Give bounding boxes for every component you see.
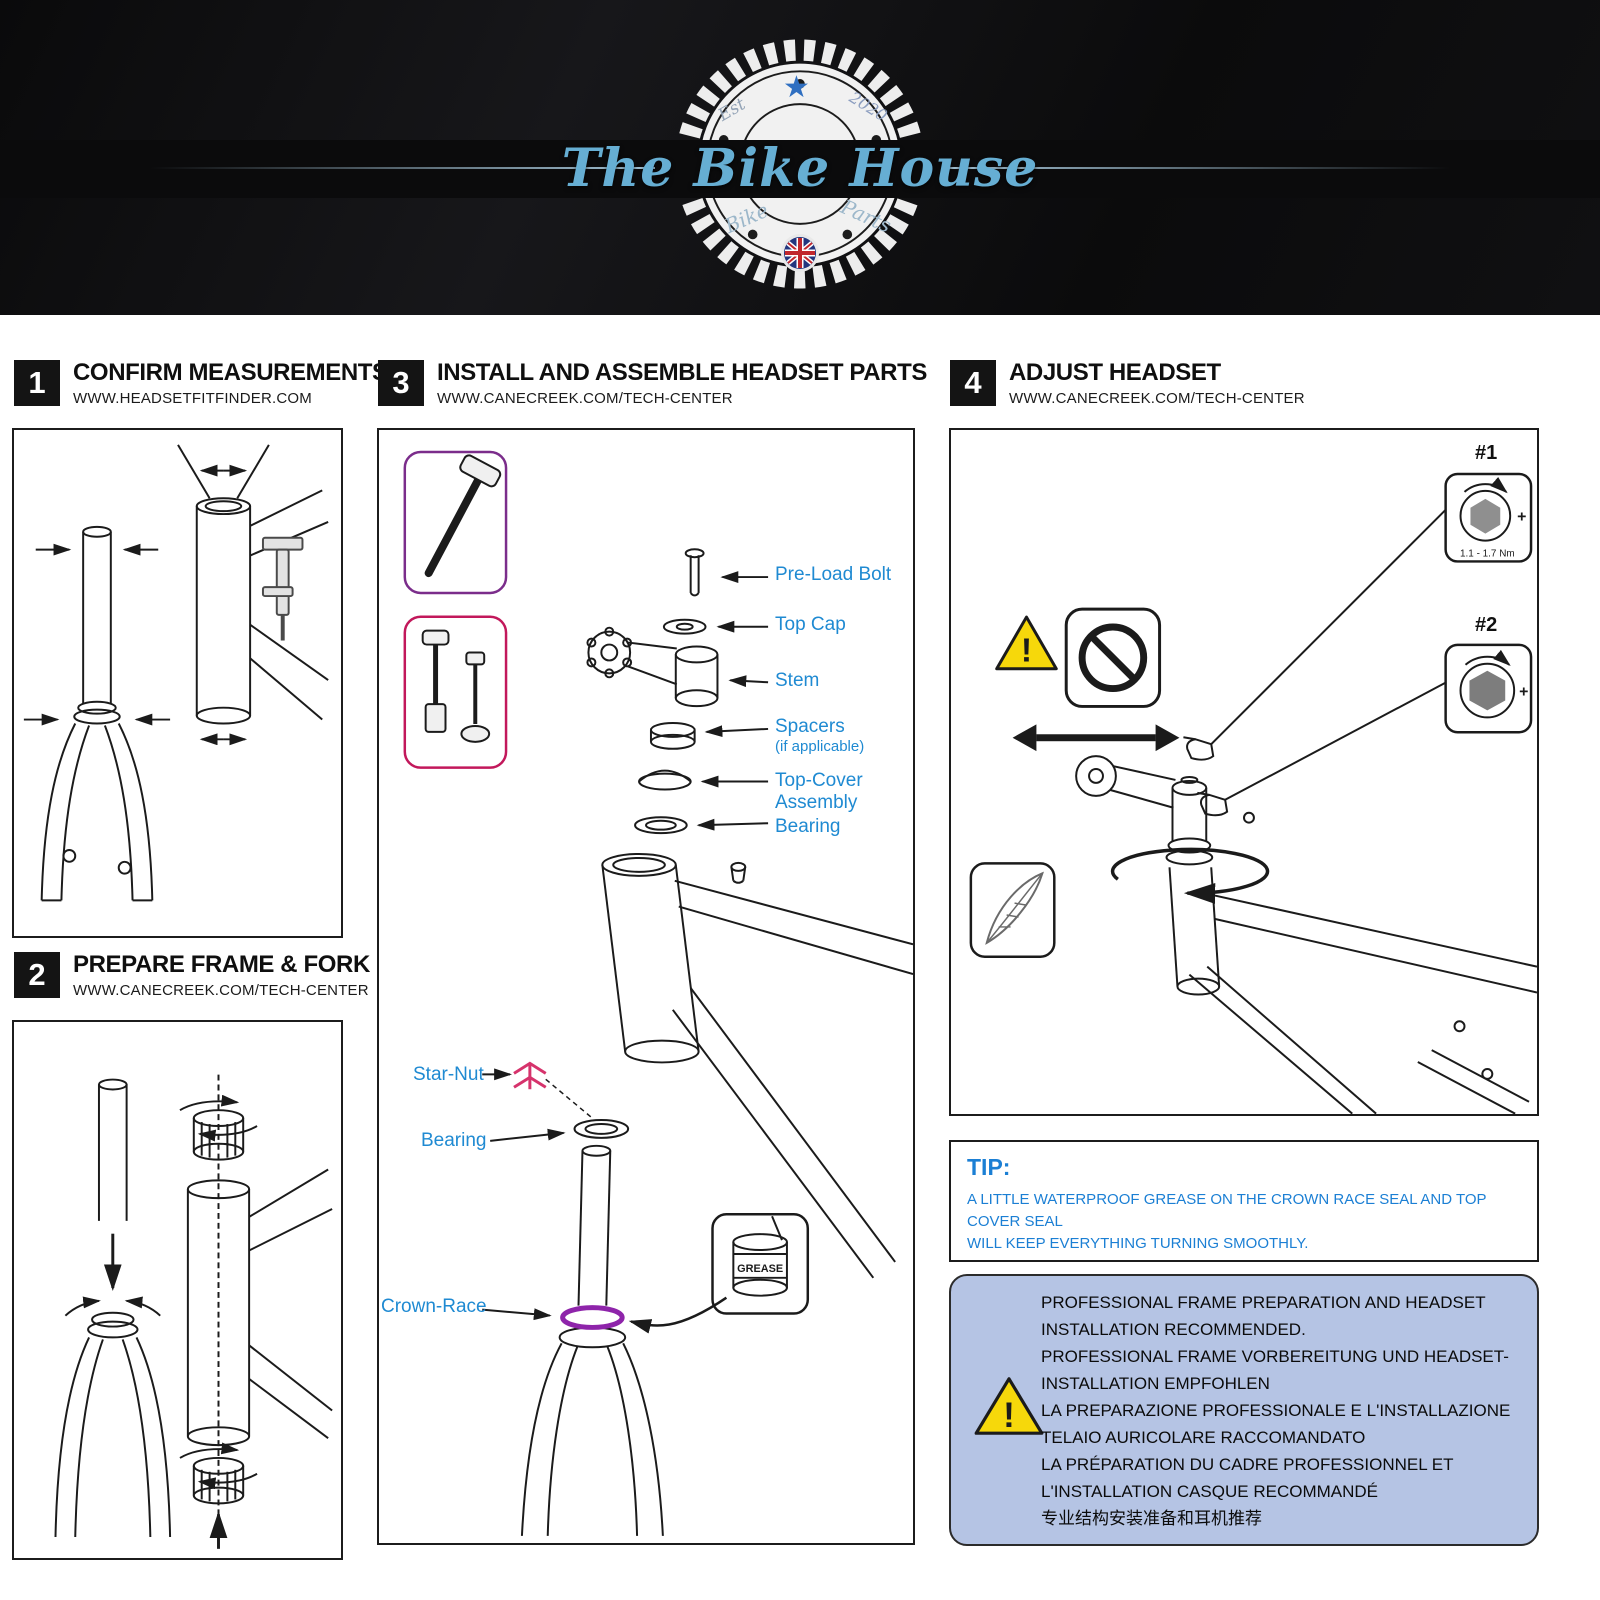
label-top-cover-assembly: Assembly (775, 792, 858, 813)
advisory-line: 专业结构安装准备和耳机推荐 (1041, 1509, 1262, 1528)
tip-line-1: A LITTLE WATERPROOF GREASE ON THE CROWN … (967, 1191, 1487, 1230)
steerer-measure-diagram (23, 525, 171, 902)
label-bearing-upper: Bearing (775, 816, 841, 837)
star-icon: ★ (783, 71, 810, 104)
label-top-cap: Top Cap (775, 614, 846, 635)
label-spacers: Spacers (775, 716, 845, 737)
advisory-line: PROFESSIONAL FRAME PREPARATION AND HEADS… (1041, 1293, 1486, 1312)
hex-tool-1-icon: + 1.1 - 1.7 Nm (1444, 472, 1533, 563)
header-banner: The Bike House ★ Est 2020 Bike Parts (0, 0, 1600, 315)
plus-mark-2: + (1519, 684, 1528, 701)
label-preload-bolt: Pre-Load Bolt (775, 564, 892, 585)
warning-triangle-icon: ! (974, 1377, 1044, 1435)
step3-header: 3 INSTALL AND ASSEMBLE HEADSET PARTS WWW… (378, 360, 927, 407)
uk-flag-icon (781, 234, 819, 272)
plus-mark-1: + (1517, 509, 1526, 526)
tool2-label: #2 (1475, 614, 1498, 636)
advisory-line: INSTALLATION RECOMMENDED. (1041, 1320, 1306, 1339)
panel-install-assemble: GREASE Pre-Load Bolt Top Cap Stem Spacer… (377, 428, 915, 1545)
advisory-line: INSTALLATION EMPFOHLEN (1041, 1374, 1270, 1393)
grease-callout: GREASE (628, 1213, 810, 1334)
tip-heading: TIP: (967, 1154, 1011, 1180)
step2-title: PREPARE FRAME & FORK (73, 951, 370, 978)
svg-text:!: ! (1003, 1396, 1015, 1435)
step1-number-badge: 1 (14, 360, 60, 406)
warning-triangle-icon: ! (995, 615, 1058, 671)
hand-icon-2 (1197, 791, 1229, 817)
label-crown-race: Crown-Race (381, 1296, 487, 1317)
star-nut-guide-line (545, 1078, 594, 1120)
advisory-box: ! PROFESSIONAL FRAME PREPARATION AND HEA… (949, 1274, 1539, 1546)
panel-confirm-measurements (12, 428, 343, 938)
advisory-line: LA PREPARAZIONE PROFESSIONALE E L'INSTAL… (1041, 1401, 1511, 1420)
feather-icon (969, 862, 1056, 958)
grease-can-label: GREASE (737, 1263, 783, 1275)
fork-crown-race-press-diagram (54, 1078, 172, 1538)
step2-url: WWW.CANECREEK.COM/TECH-CENTER (73, 982, 369, 999)
tool-inset-press-tools (403, 615, 508, 769)
step3-number-badge: 3 (378, 360, 424, 406)
label-top-cover: Top-Cover (775, 770, 863, 791)
advisory-line: TELAIO AURICOLARE RACCOMANDATO (1041, 1428, 1366, 1447)
label-stem: Stem (775, 670, 820, 691)
hand-icon-1 (1183, 736, 1215, 761)
headtube-measure-diagram (177, 444, 329, 746)
tool-inset-hammer (403, 450, 508, 595)
step2-header: 2 PREPARE FRAME & FORK WWW.CANECREEK.COM… (14, 952, 370, 999)
step4-title: ADJUST HEADSET (1009, 359, 1221, 386)
hex-tool-2-icon: + (1444, 643, 1533, 734)
brand-title: The Bike House (561, 138, 1039, 199)
step3-url: WWW.CANECREEK.COM/TECH-CENTER (437, 390, 733, 407)
headtube-cup-press-diagram (179, 1074, 333, 1549)
crown-race-part (560, 1305, 625, 1330)
advisory-line: LA PRÉPARATION DU CADRE PROFESSIONNEL ET (1041, 1455, 1454, 1474)
exploded-headset-diagram (482, 548, 913, 1536)
panel-adjust-headset: + 1.1 - 1.7 Nm + ! (949, 428, 1539, 1116)
torque-value: 1.1 - 1.7 Nm (1460, 548, 1515, 559)
label-bearing-lower: Bearing (421, 1130, 487, 1151)
no-symbol-icon (1064, 607, 1162, 708)
step3-title: INSTALL AND ASSEMBLE HEADSET PARTS (437, 359, 927, 386)
side-to-side-arrow-icon (1012, 724, 1180, 752)
step1-header: 1 CONFIRM MEASUREMENTS WWW.HEADSETFITFIN… (14, 360, 388, 407)
star-nut-part (513, 1061, 547, 1090)
advisory-line: PROFESSIONAL FRAME VORBEREITUNG UND HEAD… (1041, 1347, 1509, 1366)
headset-adjust-diagram (1075, 755, 1537, 1114)
caliper-icon (261, 536, 304, 641)
tip-line-2: WILL KEEP EVERYTHING TURNING SMOOTHLY. (967, 1235, 1309, 1252)
label-star-nut: Star-Nut (413, 1064, 484, 1085)
step2-number-badge: 2 (14, 952, 60, 998)
banner-line-left (150, 167, 655, 169)
panel-prepare-frame-fork (12, 1020, 343, 1560)
tip-box: TIP: A LITTLE WATERPROOF GREASE ON THE C… (949, 1140, 1539, 1262)
step4-number-badge: 4 (950, 360, 996, 406)
banner-band (0, 140, 1600, 198)
advisory-line: L'INSTALLATION CASQUE RECOMMANDÉ (1041, 1482, 1379, 1501)
svg-text:!: ! (1021, 632, 1032, 670)
advisory-text: PROFESSIONAL FRAME PREPARATION AND HEADS… (1041, 1289, 1533, 1532)
banner-line-right (945, 167, 1450, 169)
label-spacers-note: (if applicable) (775, 738, 865, 755)
step4-url: WWW.CANECREEK.COM/TECH-CENTER (1009, 390, 1305, 407)
tool1-label: #1 (1475, 442, 1498, 464)
step1-title: CONFIRM MEASUREMENTS (73, 359, 388, 386)
step4-header: 4 ADJUST HEADSET WWW.CANECREEK.COM/TECH-… (950, 360, 1305, 407)
step1-url: WWW.HEADSETFITFINDER.COM (73, 390, 312, 407)
